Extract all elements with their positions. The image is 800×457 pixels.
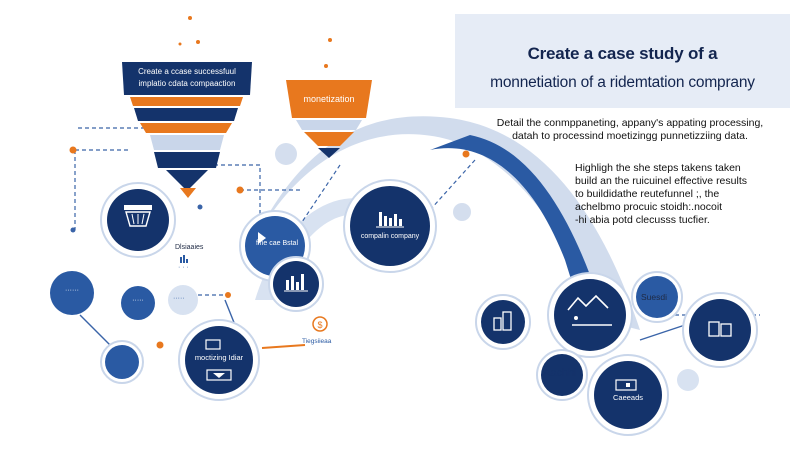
monetizing-node[interactable] bbox=[178, 319, 260, 401]
left-funnel-text: Create a ccase successfuul implatio cdat… bbox=[124, 66, 250, 90]
chart-mini-icon bbox=[180, 255, 188, 263]
title-line1: Create a case study of a bbox=[527, 44, 718, 63]
grey-node-label: ····· bbox=[132, 297, 144, 304]
bottom-left-node[interactable] bbox=[100, 340, 144, 384]
light-swoosh bbox=[250, 116, 640, 330]
right-funnel bbox=[286, 80, 372, 158]
graph-node[interactable] bbox=[547, 272, 633, 358]
right-funnel-label: monetization bbox=[303, 94, 355, 104]
company-node[interactable] bbox=[343, 179, 437, 273]
fine-case-node-label: fine cae Bstal bbox=[255, 240, 299, 247]
detail-paragraph: Detail the conmppaneting, appany's appat… bbox=[470, 117, 790, 143]
pale-orbs bbox=[275, 143, 699, 391]
suesdi-label: Suesdi bbox=[641, 292, 667, 302]
achhi-label: Aachhi bbox=[543, 367, 577, 379]
suesdi-node[interactable] bbox=[631, 271, 683, 323]
caeeads-label: Caeeads bbox=[612, 393, 644, 402]
dollar-caption: Tiegsiieaa bbox=[302, 338, 332, 345]
left-funnel bbox=[122, 62, 252, 198]
title-panel: Create a case study of a monnetiation of… bbox=[455, 14, 790, 108]
left-small-node[interactable] bbox=[50, 271, 94, 315]
diagnostic-label: Dlsiaaies bbox=[175, 244, 204, 251]
highlight-line: to buildidathe reutefunnel ;, the bbox=[575, 188, 720, 200]
monetizing-node-label: moctizing Idiar bbox=[194, 353, 244, 362]
left-node-label: ······ bbox=[65, 287, 79, 294]
left-funnel-line2: implatio cdata compaaction bbox=[138, 79, 236, 88]
grey-small-node[interactable] bbox=[121, 286, 155, 320]
highlight-line: -hi abia potd clecusss tucfier. bbox=[575, 214, 710, 226]
svg-text:$: $ bbox=[317, 320, 322, 330]
achhi-node[interactable] bbox=[536, 349, 588, 401]
chart-node[interactable] bbox=[268, 256, 324, 312]
mini-node[interactable] bbox=[168, 285, 198, 315]
document-node[interactable] bbox=[682, 292, 758, 368]
left-funnel-line1: Create a ccase successfuul bbox=[138, 67, 236, 76]
highlight-paragraph: Highligh the she steps takens taken buil… bbox=[575, 162, 790, 227]
dollar-icon: $ bbox=[312, 316, 328, 332]
left-target-node[interactable] bbox=[100, 182, 176, 258]
highlight-line: achelbmo procuic stoidh:.nocoit bbox=[575, 201, 723, 213]
detail-line: datah to processind moetizingg punnetizz… bbox=[512, 130, 748, 142]
company-node-label: compalin company bbox=[360, 233, 420, 240]
bullet-label: · · · bbox=[178, 264, 189, 271]
caeeads-node[interactable] bbox=[587, 354, 669, 436]
highlight-line: build an the ruicuinel effective results bbox=[575, 175, 747, 187]
funnel-icon-node[interactable] bbox=[475, 294, 531, 350]
orange-arrow bbox=[261, 344, 306, 349]
mini-node-label: ····· bbox=[173, 295, 185, 302]
detail-line: Detail the conmppaneting, appany's appat… bbox=[496, 117, 764, 129]
highlight-line: Highligh the she steps takens taken bbox=[575, 162, 741, 174]
title-line2: monnetiation of a ridemtation comprany bbox=[490, 74, 755, 91]
accent-dots bbox=[69, 16, 470, 349]
